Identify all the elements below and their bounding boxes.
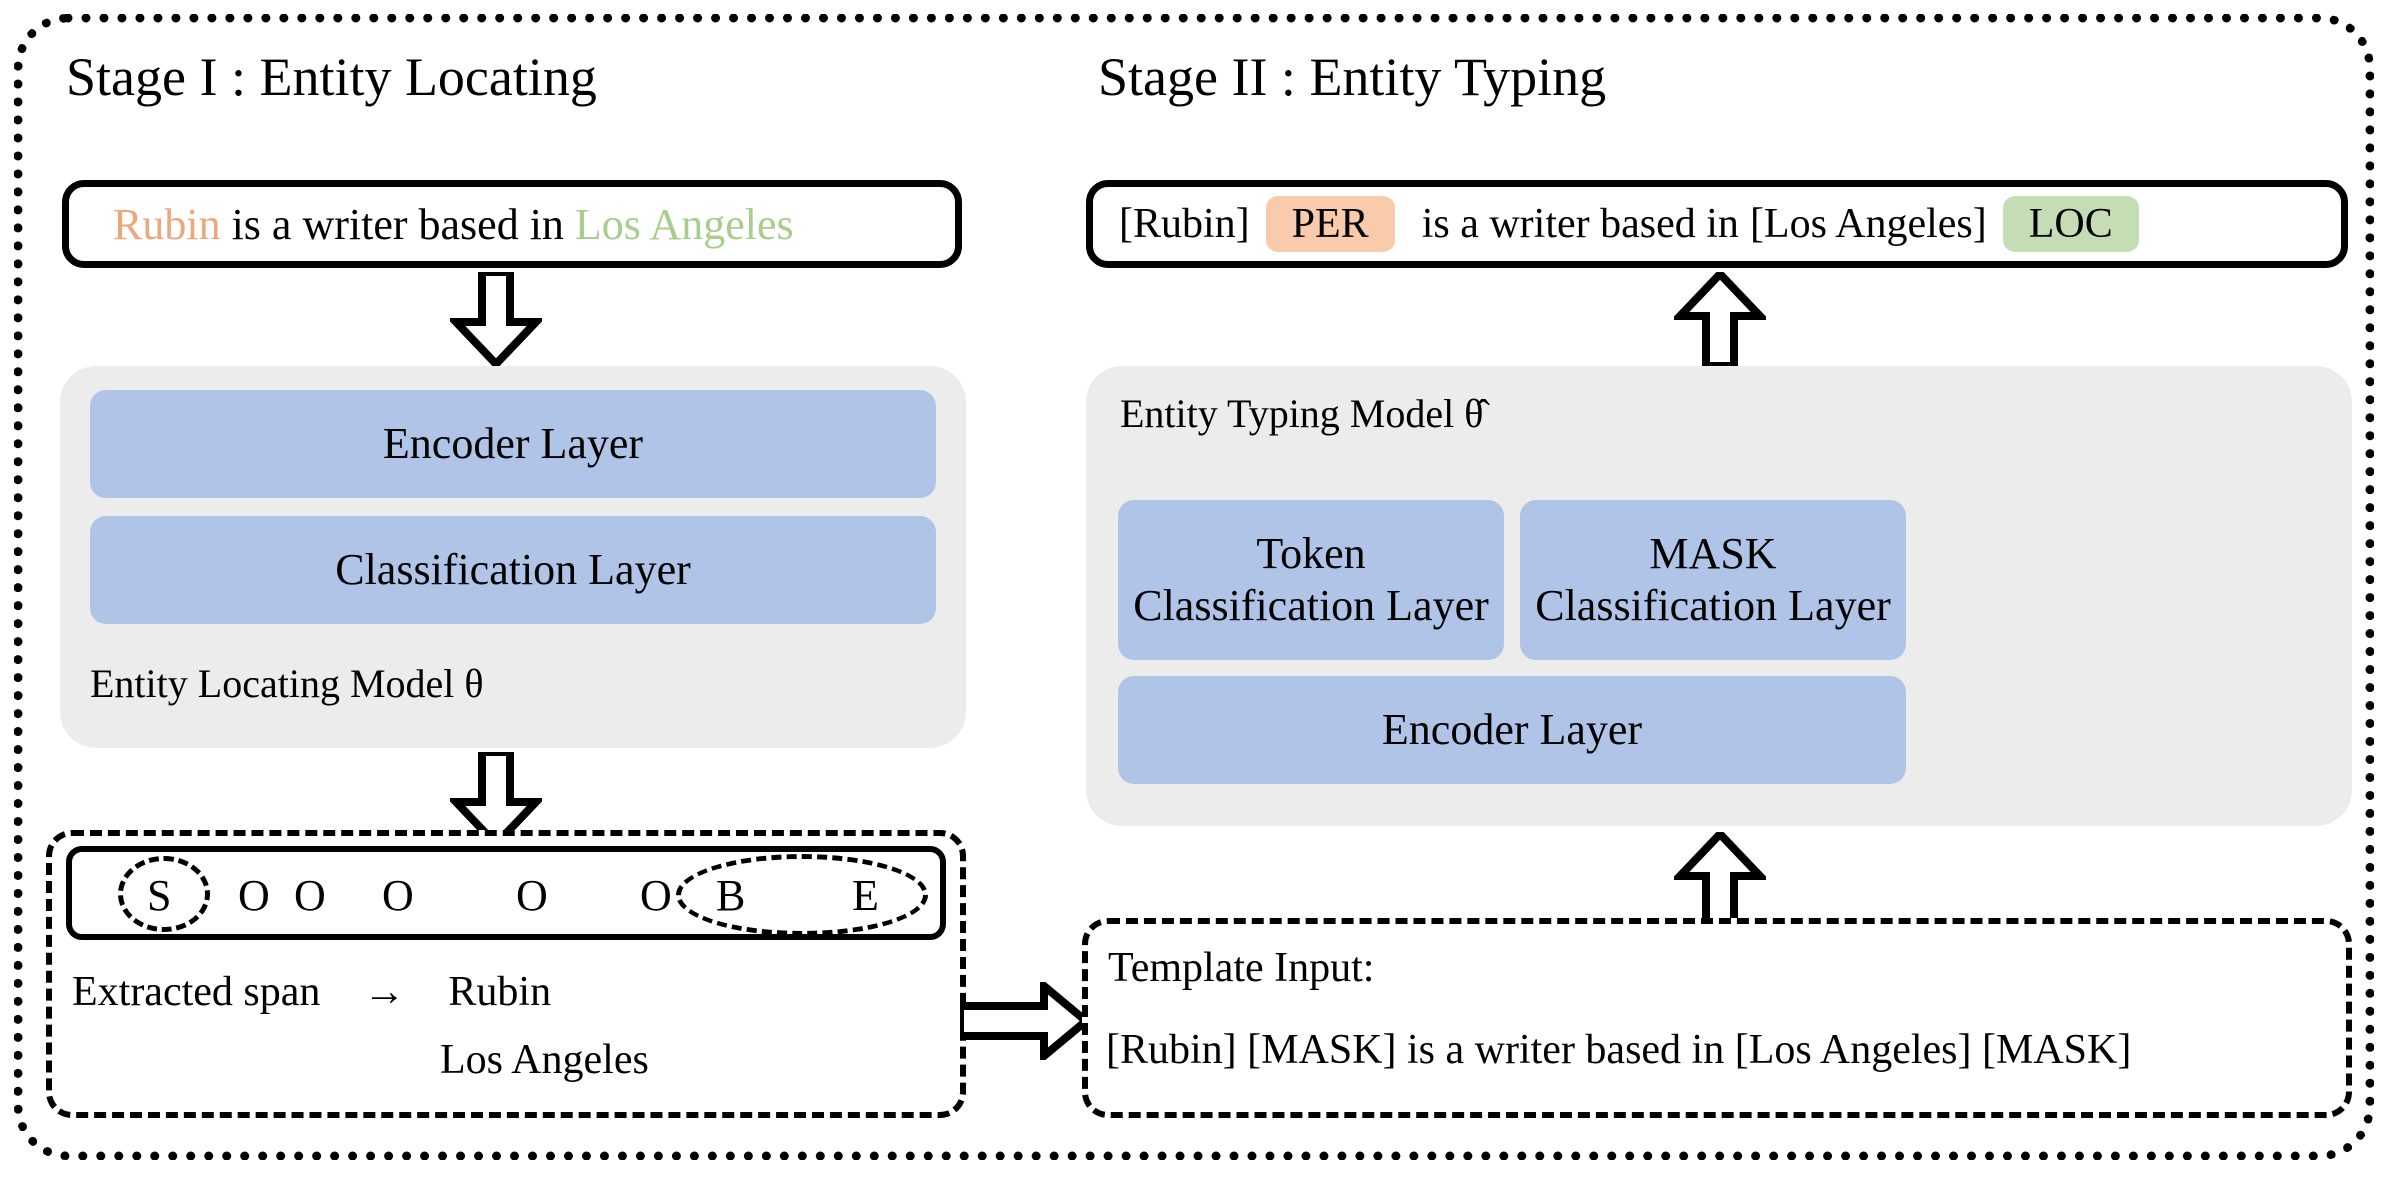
stage-1-input-sentence-box: Rubin is a writer based in Los Angeles xyxy=(62,180,962,268)
mask-classification-line-2: Classification Layer xyxy=(1535,581,1891,630)
typed-entity-person-token: [Rubin] xyxy=(1119,201,1250,247)
template-input-dashed-box xyxy=(1082,918,2352,1118)
token-classification-layer-block: Token Classification Layer xyxy=(1118,500,1504,660)
extracted-span-value-1: Los Angeles xyxy=(440,1037,649,1083)
extracted-span-label: Extracted span xyxy=(72,969,321,1015)
entity-location-token: Los Angeles xyxy=(574,199,794,249)
tag-token-3: O xyxy=(382,871,414,920)
badge-per: PER xyxy=(1265,195,1395,253)
token-classification-line-2: Classification Layer xyxy=(1133,581,1489,630)
token-classification-line-1: Token xyxy=(1256,529,1366,579)
typed-entity-location-token: [Los Angeles] xyxy=(1749,201,1987,247)
arrow-right-to-template-input xyxy=(956,977,1093,1065)
stage-2-output-sentence-box: [Rubin] PER is a writer based in [Los An… xyxy=(1086,180,2348,268)
badge-loc: LOC xyxy=(2002,195,2139,253)
tag-token-4: O xyxy=(516,871,548,920)
arrow-up-to-output-sentence xyxy=(1670,268,1770,373)
typed-sentence-middle-text: is a writer based in xyxy=(1421,201,1739,247)
tag-token-2: O xyxy=(294,871,326,920)
mask-classification-layer-block: MASK Classification Layer xyxy=(1520,500,1906,660)
extracted-span-value-0: Rubin xyxy=(448,969,552,1015)
entity-locating-model-caption: Entity Locating Model θ xyxy=(90,661,484,706)
arrow-down-to-tag-sequence xyxy=(446,748,546,853)
tag-highlight-circle-s xyxy=(118,856,210,932)
classification-layer-block-stage1: Classification Layer xyxy=(90,516,936,624)
entity-typing-model-caption: Entity Typing Model θ̂ xyxy=(1120,391,1484,436)
template-input-text: [Rubin] [MASK] is a writer based in [Los… xyxy=(1106,1027,2132,1073)
sentence-middle-text: is a writer based in xyxy=(231,199,564,249)
stage-1-title: Stage I : Entity Locating xyxy=(66,47,597,107)
entity-person-token: Rubin xyxy=(113,199,221,249)
outer-dotted-frame xyxy=(14,14,2374,1160)
encoder-layer-block-stage2: Encoder Layer xyxy=(1118,676,1906,784)
tag-token-5: O xyxy=(640,871,672,920)
encoder-layer-block-stage1: Encoder Layer xyxy=(90,390,936,498)
extracted-span-arrow-glyph: → xyxy=(363,969,406,1015)
extracted-span-row-1: Extracted span → Rubin xyxy=(72,968,551,1016)
arrow-down-to-locating-model xyxy=(446,268,546,373)
mask-classification-line-1: MASK xyxy=(1649,529,1777,579)
template-input-label: Template Input: xyxy=(1108,945,1375,991)
tag-token-1: O xyxy=(238,871,270,920)
tag-highlight-ellipse-be xyxy=(676,854,928,936)
stage-2-title: Stage II : Entity Typing xyxy=(1098,47,1607,107)
